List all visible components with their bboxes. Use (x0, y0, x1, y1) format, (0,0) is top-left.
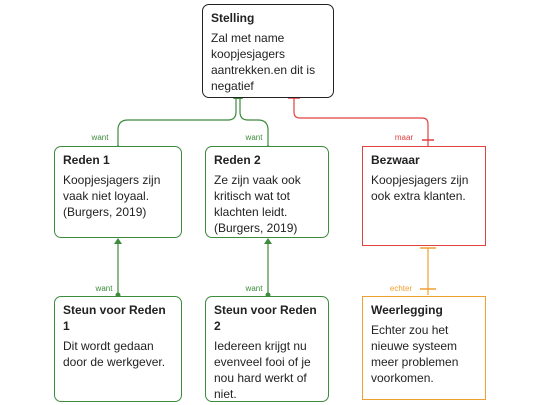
objection-text: Koopjesjagers zijn ook extra klanten. (371, 173, 469, 203)
objection-title: Bezwaar (371, 153, 420, 167)
connector-label-want-4: want (245, 284, 263, 293)
reason2-title: Reden 2 (214, 153, 261, 167)
objection-node[interactable]: Bezwaar Koopjesjagers zijn ook extra kla… (362, 146, 486, 246)
connector-objection-statement (293, 98, 429, 146)
support1-node[interactable]: Steun voor Reden 1 Dit wordt gedaan door… (54, 296, 182, 402)
arrowhead-reason1 (114, 238, 122, 244)
reason1-node[interactable]: Reden 1 Koopjesjagers zijn vaak niet loy… (54, 146, 182, 238)
support2-text: Iedereen krijgt nu evenveel fooi of je n… (214, 339, 311, 401)
support1-text: Dit wordt gedaan door de werkgever. (63, 339, 166, 369)
arrowhead-reason2 (264, 238, 272, 244)
connector-reason1-statement (117, 98, 237, 148)
connector-label-echter: echter (389, 284, 413, 293)
reason2-text: Ze zijn vaak ook kritisch wat tot klacht… (214, 173, 301, 235)
statement-node[interactable]: Stelling Zal met name koopjesjagers aant… (202, 4, 334, 98)
reason2-node[interactable]: Reden 2 Ze zijn vaak ook kritisch wat to… (205, 146, 329, 238)
statement-text: Zal met name koopjesjagers aantrekken.en… (211, 31, 316, 93)
support2-node[interactable]: Steun voor Reden 2 Iedereen krijgt nu ev… (205, 296, 329, 402)
connector-label-maar: maar (394, 133, 414, 142)
rebuttal-node[interactable]: Weerlegging Echter zou het nieuwe systee… (362, 296, 486, 400)
connector-label-want-3: want (95, 284, 113, 293)
reason1-text: Koopjesjagers zijn vaak niet loyaal. (Bu… (63, 173, 161, 219)
connector-label-want-2: want (245, 133, 263, 142)
rebuttal-title: Weerlegging (371, 303, 443, 317)
connector-label-want-1: want (91, 133, 109, 142)
statement-title: Stelling (211, 11, 255, 25)
connector-reason2-statement (239, 98, 269, 148)
support2-title: Steun voor Reden 2 (214, 303, 317, 333)
reason1-title: Reden 1 (63, 153, 110, 167)
rebuttal-text: Echter zou het nieuwe systeem meer probl… (371, 323, 459, 385)
support1-title: Steun voor Reden 1 (63, 303, 166, 333)
